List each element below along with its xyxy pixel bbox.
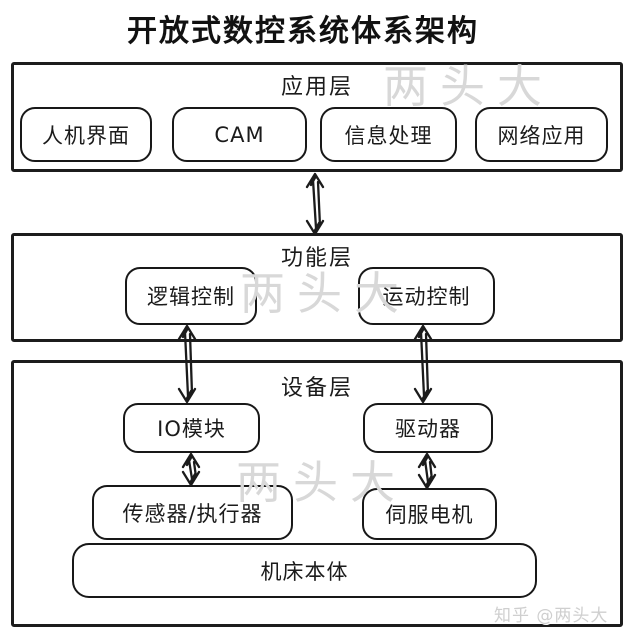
- node-machine-body: 机床本体: [72, 543, 537, 598]
- layer-application: 应用层 人机界面 CAM 信息处理 网络应用: [11, 62, 623, 172]
- node-sensor-actuator: 传感器/执行器: [92, 485, 293, 540]
- layer-function-label: 功能层: [280, 246, 353, 271]
- node-io-module: IO模块: [123, 403, 260, 453]
- node-info-process: 信息处理: [320, 107, 457, 162]
- node-cam: CAM: [172, 107, 307, 162]
- node-driver: 驱动器: [363, 403, 493, 453]
- watermark-credit: 知乎 @两头大: [494, 606, 609, 626]
- layer-function: 功能层 逻辑控制 运动控制: [11, 233, 623, 342]
- node-logic-control: 逻辑控制: [125, 267, 257, 325]
- layer-device: 设备层 IO模块 驱动器 传感器/执行器 伺服电机 机床本体: [11, 360, 623, 627]
- node-network-app: 网络应用: [475, 107, 608, 162]
- diagram-title: 开放式数控系统体系架构: [127, 14, 479, 49]
- node-motion-control: 运动控制: [358, 267, 495, 325]
- layer-application-label: 应用层: [280, 75, 353, 100]
- node-servo-motor: 伺服电机: [362, 488, 497, 540]
- layer-device-label: 设备层: [280, 376, 353, 401]
- node-hmi: 人机界面: [20, 107, 152, 162]
